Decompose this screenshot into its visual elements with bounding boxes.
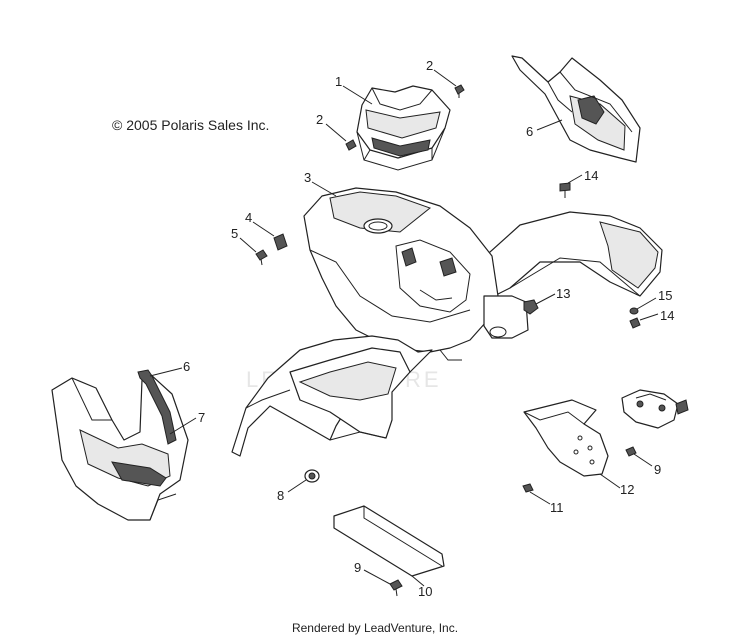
part-15-washer: [629, 307, 639, 315]
part-2-screw-top: [454, 84, 465, 98]
callout-12: 12: [620, 482, 634, 497]
leader-lines: [149, 69, 659, 587]
footer-credit: Rendered by LeadVenture, Inc.: [291, 621, 459, 635]
part-1-headlight-pod: [356, 85, 451, 171]
part-7-lower-side-panel: [51, 373, 189, 521]
callout-5: 5: [231, 226, 238, 241]
callout-2-left: 2: [316, 112, 323, 127]
callout-11: 11: [550, 500, 564, 515]
part-13-push-rivet: [523, 299, 539, 315]
callout-9-lower: 9: [354, 560, 361, 575]
callout-1: 1: [335, 74, 342, 89]
part-14-screw-lower: [629, 317, 641, 329]
part-4-clip: [273, 233, 288, 251]
part-12-switch-housing: [621, 389, 689, 429]
callout-14-lower: 14: [660, 308, 674, 323]
part-5-screw: [255, 249, 268, 266]
callout-13: 13: [556, 286, 570, 301]
part-6-upper-side-panel: [511, 55, 641, 163]
callout-4: 4: [245, 210, 252, 225]
callout-15: 15: [658, 288, 672, 303]
part-14-screw-upper: [559, 182, 571, 198]
callout-9-right: 9: [654, 462, 661, 477]
part-12-mount-plate: [523, 399, 609, 477]
callout-8: 8: [277, 488, 284, 503]
part-9-screw-right: [625, 446, 637, 457]
copyright-text: © 2005 Polaris Sales Inc.: [112, 117, 270, 133]
callout-10: 10: [418, 584, 432, 599]
part-10-bracket: [333, 505, 445, 577]
callout-2-top: 2: [426, 58, 433, 73]
callout-6-left: 6: [183, 359, 190, 374]
part-8-clip: [304, 469, 320, 483]
part-3-front-fender: [231, 187, 663, 457]
callout-14-upper: 14: [584, 168, 598, 183]
callout-3: 3: [304, 170, 311, 185]
callout-6-top: 6: [526, 124, 533, 139]
part-2-screw-left: [345, 139, 357, 151]
callout-7: 7: [198, 410, 205, 425]
part-6-trim-strip: [137, 369, 177, 445]
part-9-screw-lower: [389, 579, 403, 597]
part-11-nut: [522, 483, 534, 493]
